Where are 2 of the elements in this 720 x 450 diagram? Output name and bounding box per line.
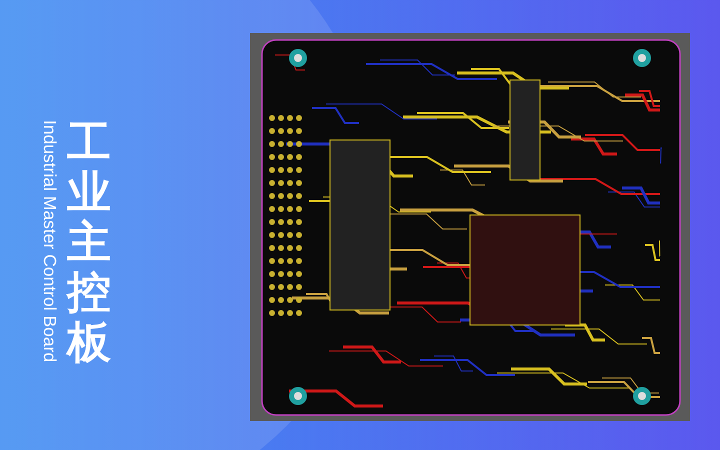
title: 工业主控板 [64, 118, 112, 368]
subtitle: Industrial Master Control Board [40, 120, 60, 362]
